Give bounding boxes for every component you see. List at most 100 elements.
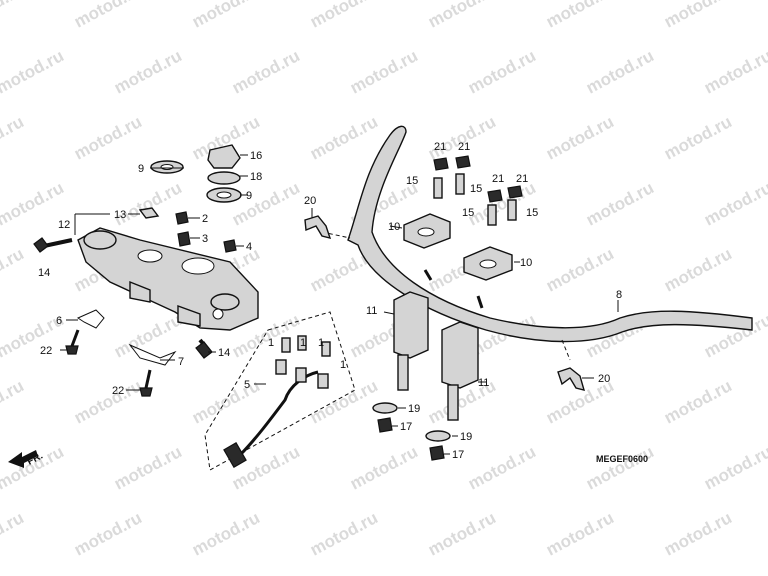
callout-9-right: 9: [246, 190, 252, 202]
handlebar: [321, 125, 753, 361]
watermark-text: motod.ru: [0, 178, 67, 229]
callout-3: 3: [202, 233, 208, 245]
callout-21-d: 21: [516, 173, 528, 185]
watermark-text: motod.ru: [465, 442, 539, 493]
callout-22-upper: 22: [40, 345, 52, 357]
watermark-text: motod.ru: [71, 508, 145, 559]
bolt-15-21-a: [433, 157, 449, 199]
watermark-text: motod.ru: [661, 376, 735, 427]
lower-holder-11-left: [393, 291, 429, 391]
callout-21-b: 21: [458, 141, 470, 153]
callout-20-left: 20: [304, 195, 316, 207]
part-13-clip: [138, 207, 160, 219]
watermark-text: motod.ru: [543, 508, 617, 559]
watermark-text: motod.ru: [189, 508, 263, 559]
callout-17-right: 17: [452, 449, 464, 461]
watermark-text: motod.ru: [701, 46, 768, 97]
watermark-text: motod.ru: [189, 376, 263, 427]
watermark-text: motod.ru: [347, 46, 421, 97]
callout-11-right: 11: [478, 377, 489, 389]
watermark-text: motod.ru: [71, 0, 145, 32]
watermark-text: motod.ru: [661, 244, 735, 295]
washer-9-hole: [160, 164, 174, 170]
nut-17-left: [377, 417, 393, 433]
watermark-text: motod.ru: [111, 46, 185, 97]
callout-15-d: 15: [526, 207, 538, 219]
watermark-text: motod.ru: [701, 178, 768, 229]
callout-1-b: 1: [300, 337, 306, 349]
watermark-text: motod.ru: [347, 442, 421, 493]
callout-15-b: 15: [470, 183, 482, 195]
washer-19-right: [425, 430, 451, 442]
watermark-text: motod.ru: [543, 0, 617, 32]
callout-22-lower: 22: [112, 385, 124, 397]
callout-11-left: 11: [366, 305, 377, 317]
watermark-text: motod.ru: [425, 508, 499, 559]
callout-5: 5: [244, 379, 250, 391]
callout-14-left: 14: [38, 267, 50, 279]
bolt-15-21-c: [487, 189, 503, 226]
watermark-text: motod.ru: [543, 244, 617, 295]
watermark-text: motod.ru: [0, 376, 27, 427]
bracket-6: [76, 309, 105, 329]
watermark-text: motod.ru: [701, 442, 768, 493]
clip-20-right: [557, 367, 586, 391]
callout-21-a: 21: [434, 141, 446, 153]
top-bridge: [77, 227, 259, 331]
part-2-grommet: [175, 211, 189, 225]
callout-1-c: 1: [318, 337, 324, 349]
watermark-text: motod.ru: [229, 46, 303, 97]
holder-hole-right: [479, 259, 497, 269]
callout-19-right: 19: [460, 431, 472, 443]
watermark-text: motod.ru: [661, 508, 735, 559]
callout-2: 2: [202, 213, 208, 225]
callout-13: 13: [114, 209, 126, 221]
clip-20-left: [304, 215, 332, 239]
watermark-text: motod.ru: [0, 112, 27, 163]
watermark-text: motod.ru: [189, 0, 263, 32]
watermark-text: motod.ru: [307, 112, 381, 163]
bolt-22-upper: [65, 329, 80, 355]
bolt-14-left: [33, 237, 73, 253]
bolt-15-21-d: [507, 185, 523, 221]
watermark-text: motod.ru: [661, 112, 735, 163]
watermark-text: motod.ru: [0, 244, 27, 295]
callout-1-d: 1: [340, 359, 346, 371]
watermark-text: motod.ru: [0, 0, 27, 32]
watermark-text: motod.ru: [425, 0, 499, 32]
callout-18: 18: [250, 171, 262, 183]
callout-10-right: 10: [520, 257, 532, 269]
watermark-text: motod.ru: [425, 112, 499, 163]
holder-hole-left: [417, 227, 435, 237]
callout-15-c: 15: [462, 207, 474, 219]
watermark-text: motod.ru: [111, 442, 185, 493]
washer-19-left: [372, 402, 398, 414]
callout-10-left: 10: [388, 221, 400, 233]
callout-17-left: 17: [400, 421, 412, 433]
callout-1-a: 1: [268, 337, 274, 349]
lower-holder-11-right: [441, 321, 479, 421]
callout-20-right: 20: [598, 373, 610, 385]
callout-16: 16: [250, 150, 262, 162]
watermark-text: motod.ru: [543, 112, 617, 163]
watermark-text: motod.ru: [583, 442, 657, 493]
watermark-text: motod.ru: [71, 112, 145, 163]
callout-4: 4: [246, 241, 252, 253]
callout-14-lower: 14: [218, 347, 230, 359]
watermark-text: motod.ru: [661, 0, 735, 32]
front-arrow-icon: [8, 450, 38, 468]
callout-12: 12: [58, 219, 70, 231]
callout-9-left: 9: [138, 163, 144, 175]
watermark-text: motod.ru: [583, 178, 657, 229]
bolt-15-21-b: [455, 155, 471, 195]
callout-19-left: 19: [408, 403, 420, 415]
part-4-grommet: [223, 239, 237, 253]
nut-17-right: [429, 445, 445, 461]
bracket-7: [128, 343, 177, 366]
watermark-text: motod.ru: [465, 46, 539, 97]
watermark-text: motod.ru: [0, 46, 67, 97]
watermark-text: motod.ru: [0, 442, 67, 493]
callout-6: 6: [56, 315, 62, 327]
